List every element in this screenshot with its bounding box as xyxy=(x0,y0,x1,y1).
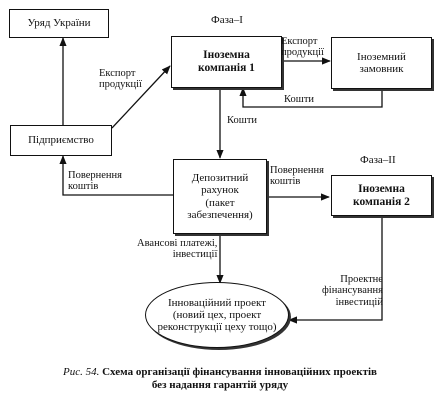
figure-caption: Рис. 54. Схема організації фінансування … xyxy=(40,366,400,392)
government-box: Уряд України xyxy=(9,9,109,38)
enterprise-label: Підприємство xyxy=(28,134,94,147)
edge-label-export-2: Експорт продукції xyxy=(281,36,324,59)
foreign-company-2-box: Іноземна компанія 2 xyxy=(331,175,432,216)
deposit-account-label: Депозитний рахунок (пакет забезпечення) xyxy=(187,171,253,221)
arrow-foreign2-to-project xyxy=(288,216,383,324)
government-label: Уряд України xyxy=(27,17,91,30)
deposit-account-box: Депозитний рахунок (пакет забезпечення) xyxy=(173,159,267,234)
caption-prefix: Рис. 54. xyxy=(63,366,100,378)
arrow-customer-to-foreign1 xyxy=(239,87,383,108)
foreign-customer-label: Іноземний замовник xyxy=(357,50,406,75)
edge-label-money-1: Кошти xyxy=(284,94,315,105)
enterprise-box: Підприємство xyxy=(10,125,112,156)
edge-label-return-2: Повернення коштів xyxy=(270,165,324,188)
foreign-company-1-label: Іноземна компанія 1 xyxy=(198,49,255,74)
edge-label-export-1: Експорт продукції xyxy=(99,68,142,91)
edge-label-advance: Авансові платежі, інвестиції xyxy=(137,238,218,261)
edge-label-project-finance: Проектне фінансування інвестицій xyxy=(322,274,383,308)
foreign-customer-box: Іноземний замовник xyxy=(331,37,432,89)
caption-line-2: без надання гарантій уряду xyxy=(151,379,289,392)
caption-line-1: Схема організації фінансування інновацій… xyxy=(102,366,377,378)
edge-label-money-2: Кошти xyxy=(227,115,258,126)
arrow-deposit-to-enterprise xyxy=(59,155,173,196)
phase-2-label: Фаза–ІІ xyxy=(360,154,396,166)
edge-label-return-1: Повернення коштів xyxy=(68,170,122,193)
innovation-project-ellipse: Інноваційний проект (новий цех, проект р… xyxy=(145,282,289,348)
phase-1-label: Фаза–І xyxy=(211,14,243,26)
innovation-project-label: Інноваційний проект (новий цех, проект р… xyxy=(157,296,277,334)
foreign-company-1-box: Іноземна компанія 1 xyxy=(171,36,282,88)
foreign-company-2-label: Іноземна компанія 2 xyxy=(353,182,410,208)
arrow-enterprise-to-foreign1 xyxy=(111,65,171,129)
